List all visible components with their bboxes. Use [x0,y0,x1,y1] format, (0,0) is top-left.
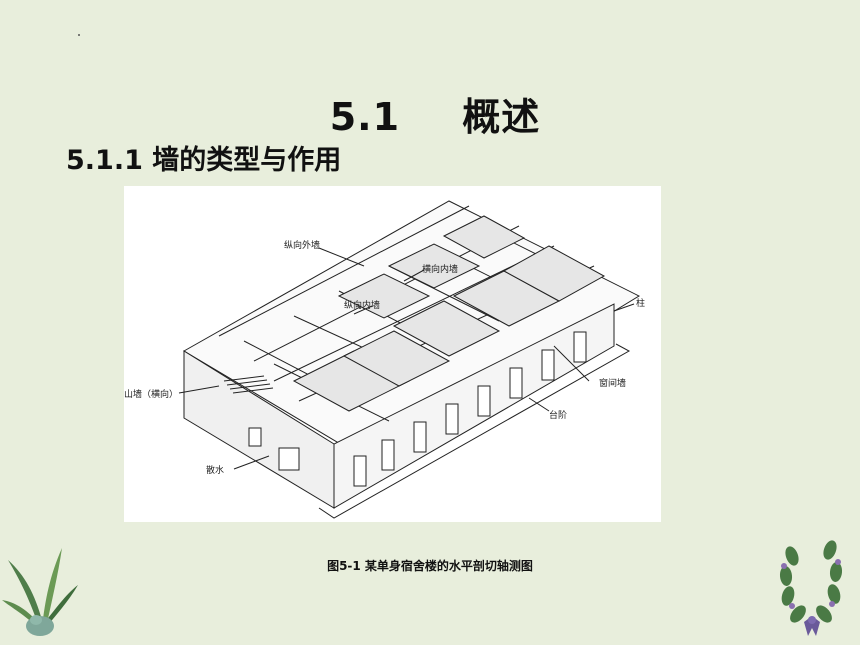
plant-decoration-icon [0,540,80,644]
figure-caption: 图5-1 某单身宿舍楼的水平剖切轴测图 [327,559,533,573]
subsection-heading: 5.1.1 墙的类型与作用 [66,145,342,176]
section-title: 5.1 概述 [0,86,860,141]
label-gable-wall: 山墙（横向） [124,388,178,400]
label-longitudinal-inner-wall: 纵向内墙 [344,299,380,311]
section-name: 概述 [462,95,541,139]
label-transverse-inner-wall: 横向内墙 [422,263,458,275]
wreath-decoration-icon [772,536,852,645]
label-steps: 台阶 [549,409,567,421]
label-column: 柱 [636,297,645,309]
stair-hatch [223,375,274,394]
building-axonometric-figure: 纵向外墙 横向内墙 纵向内墙 柱 山墙（横向） 窗间墙 台阶 散水 [124,186,661,522]
label-longitudinal-outer-wall: 纵向外墙 [284,239,320,251]
section-number: 5.1 [329,95,401,139]
decorative-dot [78,34,80,36]
label-apron: 散水 [206,464,224,476]
label-window-wall: 窗间墙 [599,377,626,389]
